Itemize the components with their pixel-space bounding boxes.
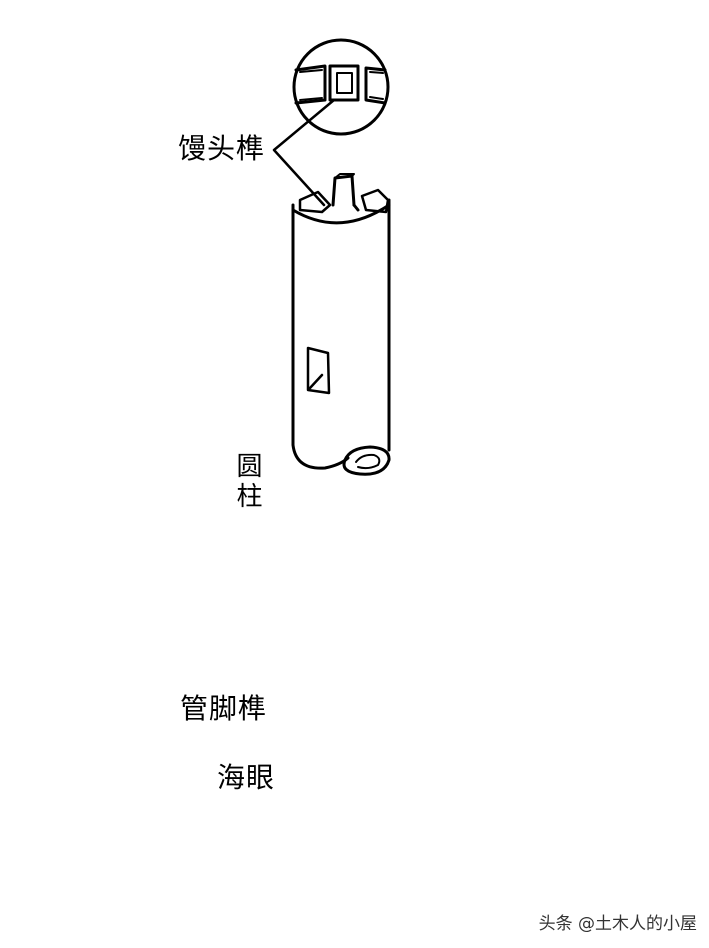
mantou-tenon-leader bbox=[272, 98, 336, 207]
upper-column bbox=[291, 173, 391, 476]
round-column-label: 圆柱 bbox=[232, 452, 262, 512]
haiyan-label: 海眼 bbox=[217, 761, 276, 794]
guanjiao-tenon-label: 管脚榫 bbox=[180, 692, 268, 725]
watermark: 头条 @土木人的小屋 bbox=[538, 914, 697, 934]
mantou-tenon-label: 馒头榫 bbox=[178, 132, 266, 165]
detail-circle bbox=[292, 38, 390, 136]
